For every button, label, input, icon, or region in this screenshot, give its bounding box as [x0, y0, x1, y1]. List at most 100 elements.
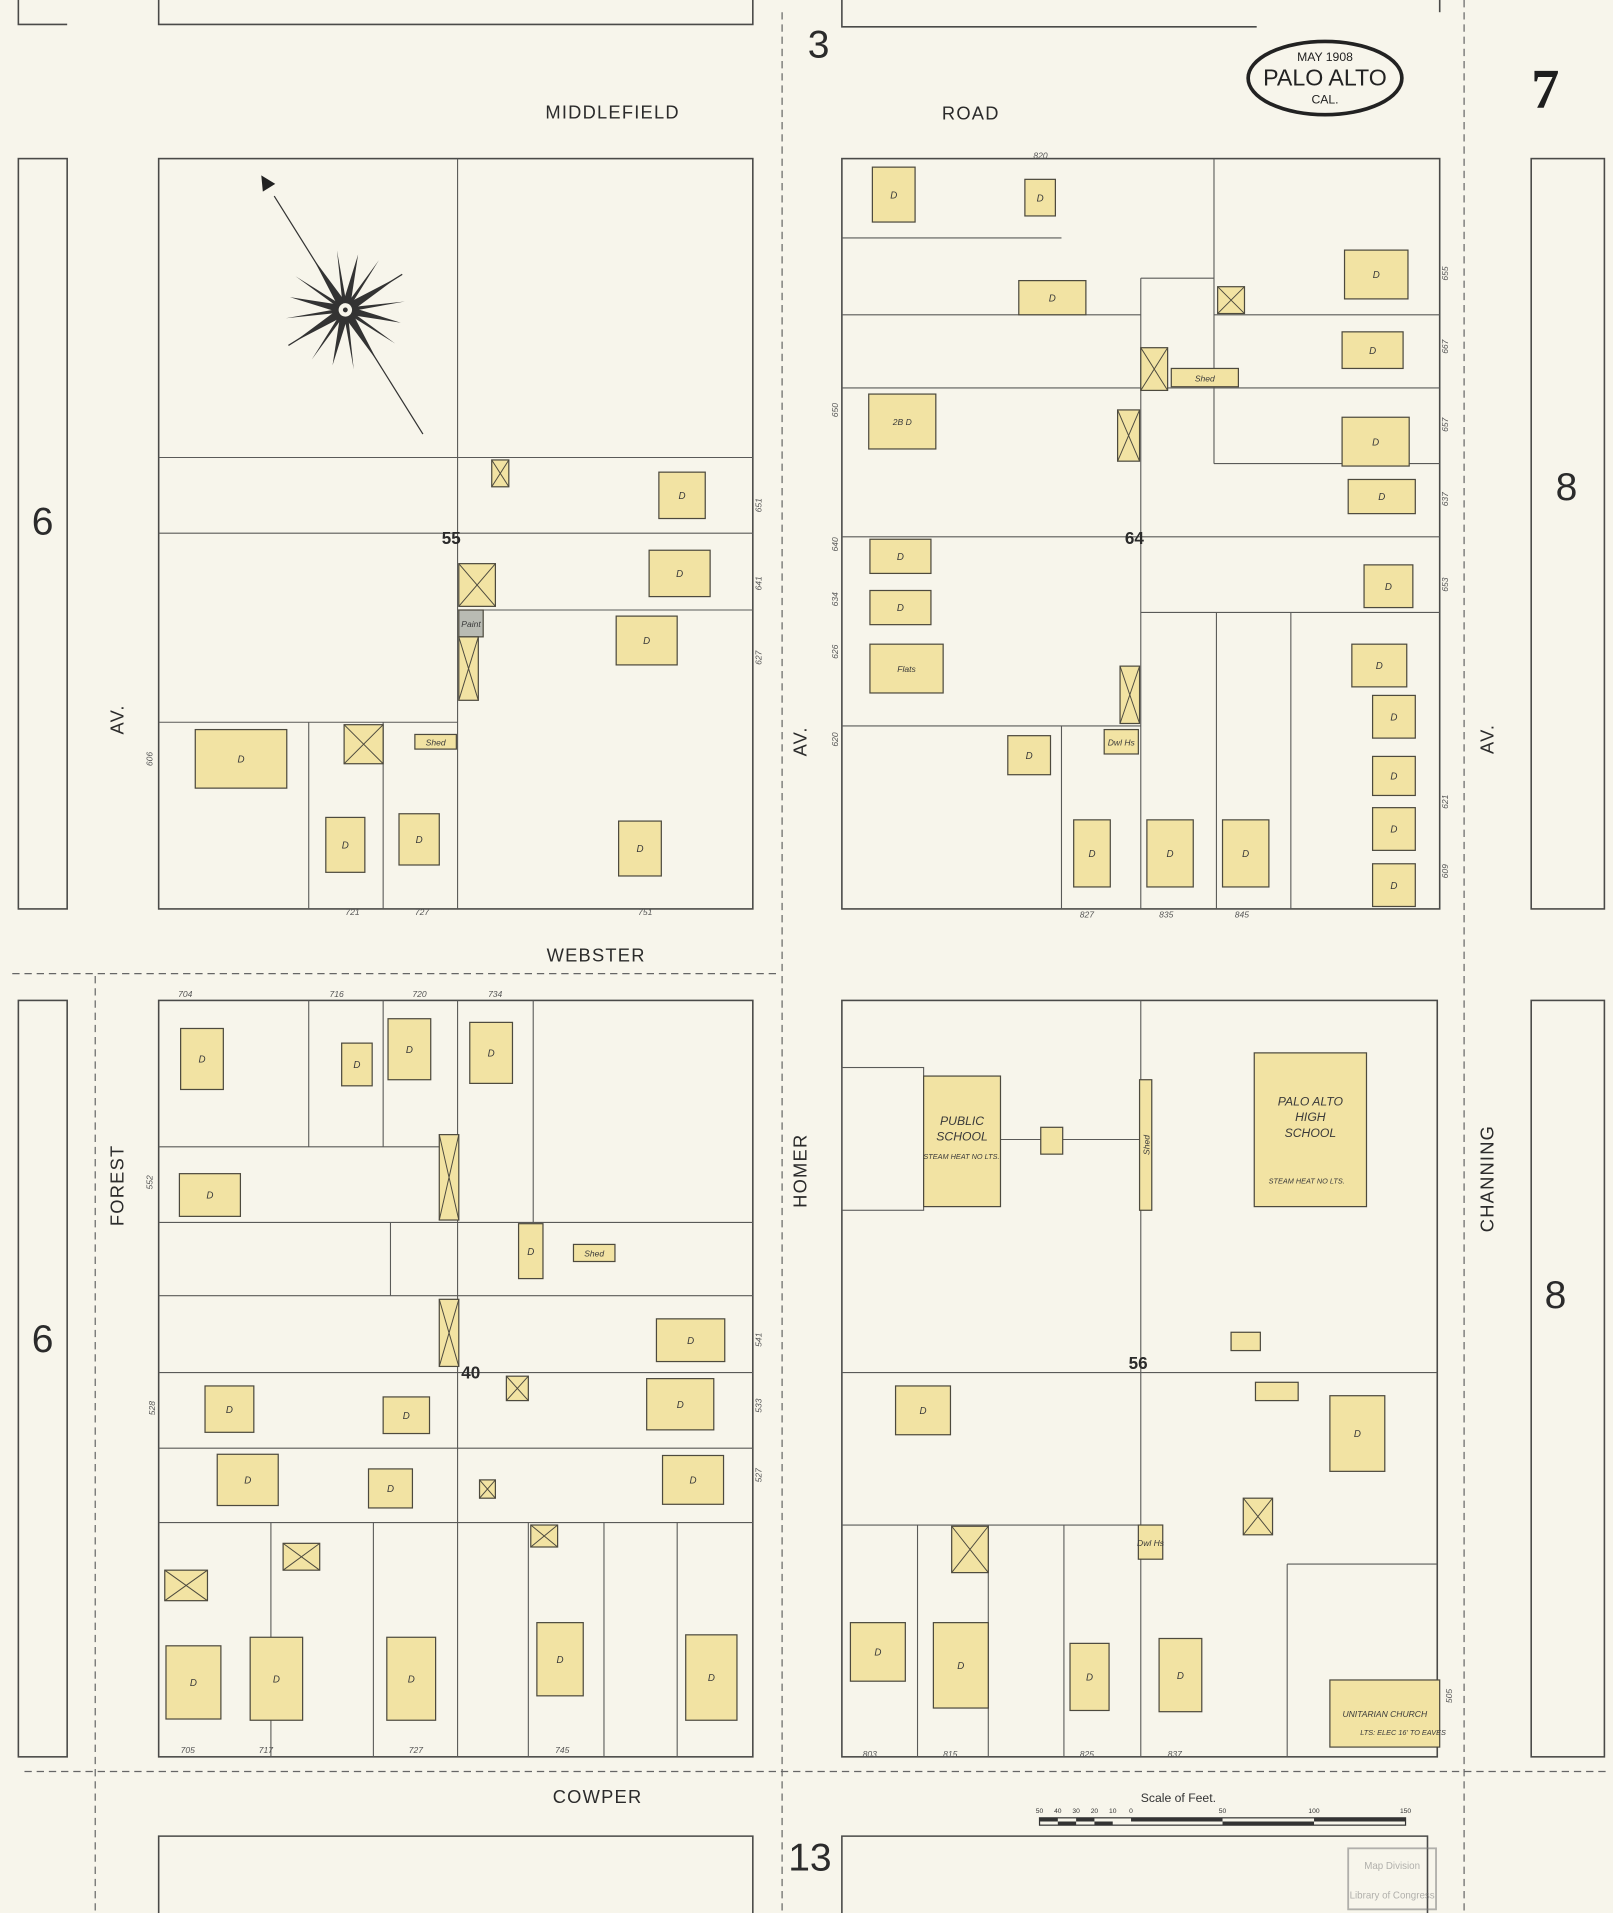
- house-number: 727: [409, 1745, 423, 1755]
- building-label: Shed: [426, 737, 446, 747]
- building-footprint: [1351, 643, 1408, 688]
- building: Dwl Hs: [1137, 1524, 1165, 1560]
- building-label: D: [353, 1060, 360, 1071]
- building: [164, 1569, 209, 1602]
- building: D: [1329, 1395, 1386, 1472]
- building-footprint: [1069, 1642, 1110, 1712]
- building-footprint: [341, 1042, 373, 1087]
- building: D: [1024, 178, 1056, 217]
- building-footprint: [178, 1173, 242, 1217]
- house-number: 727: [415, 907, 429, 917]
- house-number: 657: [1440, 417, 1450, 431]
- house-number: 745: [555, 1745, 569, 1755]
- house-number: 533: [753, 1398, 763, 1412]
- building: D: [655, 1318, 726, 1363]
- building: D: [648, 549, 711, 598]
- cartouche-date: MAY 1908: [1297, 50, 1353, 64]
- building: D: [661, 1454, 725, 1505]
- building: D: [386, 1636, 437, 1721]
- building: D: [869, 589, 932, 626]
- stable-cross-mark: [479, 1479, 496, 1499]
- block-number: 64: [1125, 529, 1144, 548]
- building: D: [1371, 755, 1416, 797]
- building-label: D: [1373, 270, 1380, 281]
- building: D: [685, 1634, 738, 1721]
- building-footprint: [868, 393, 937, 450]
- street-label-webster: WEBSTER: [547, 944, 646, 965]
- building-footprint: [1040, 1126, 1064, 1155]
- house-number: 717: [259, 1745, 273, 1755]
- building-label: 2B D: [892, 417, 912, 427]
- street-label-forest: FOREST: [106, 1145, 127, 1227]
- building-footprint: [1341, 416, 1410, 467]
- building: [951, 1525, 989, 1574]
- building-label: D: [1167, 849, 1174, 860]
- building-label: D: [342, 841, 349, 852]
- house-number: 815: [943, 1749, 957, 1759]
- building: Shed: [1170, 367, 1239, 388]
- adjacent-blocks: [17, 0, 1606, 1913]
- building-label: Paint: [461, 619, 481, 629]
- building-label: D: [1088, 849, 1095, 860]
- building-label: D: [919, 1406, 926, 1417]
- building: D: [849, 1622, 906, 1682]
- building-label: Dwl Hs: [1108, 737, 1136, 747]
- building: D: [658, 471, 706, 520]
- house-number: 803: [863, 1749, 877, 1759]
- stable-cross-mark: [1242, 1497, 1273, 1536]
- building-note: LTS: ELEC 16' TO EAVES: [1360, 1728, 1446, 1737]
- building-footprint: [648, 549, 711, 598]
- building: D: [869, 538, 932, 575]
- building-label: D: [206, 1191, 213, 1202]
- building-label: HIGH: [1295, 1110, 1326, 1124]
- building: Paint: [458, 609, 484, 638]
- house-number: 827: [1080, 909, 1094, 919]
- building: [1040, 1126, 1064, 1155]
- building-footprint: [1371, 694, 1416, 739]
- building-footprint: [1103, 728, 1139, 755]
- building-footprint: [216, 1453, 279, 1507]
- house-number: 667: [1440, 339, 1450, 353]
- building-label: Flats: [897, 664, 916, 674]
- building-label: D: [636, 844, 643, 855]
- house-number: 620: [830, 732, 840, 746]
- adjacent-sheet-top[interactable]: 3: [808, 23, 830, 66]
- building: D: [341, 1042, 373, 1087]
- block-number: 40: [461, 1364, 480, 1383]
- building-footprint: [1146, 819, 1194, 888]
- block-40: [157, 999, 754, 1758]
- adjacent-sheet-right[interactable]: 8: [1556, 466, 1578, 509]
- building: [438, 1298, 460, 1368]
- building-label: D: [890, 190, 897, 201]
- adjacent-sheet-left[interactable]: 6: [32, 1318, 54, 1361]
- building-footprint: [517, 1223, 544, 1280]
- house-number: 634: [830, 592, 840, 606]
- building: D: [1146, 819, 1194, 888]
- house-number: 641: [753, 576, 763, 590]
- stable-cross-mark: [1217, 286, 1245, 314]
- building: [282, 1542, 321, 1571]
- adjacent-sheet-left[interactable]: 6: [32, 500, 54, 543]
- building-label: D: [679, 491, 686, 502]
- building: D: [1073, 819, 1111, 888]
- house-number: 835: [1159, 909, 1173, 919]
- house-number: 527: [753, 1468, 763, 1482]
- building-label: SCHOOL: [1285, 1126, 1336, 1140]
- building-label: Dwl Hs: [1137, 1538, 1165, 1548]
- block-number: 56: [1129, 1354, 1148, 1373]
- building-label: D: [708, 1673, 715, 1684]
- adjacent-sheet-right[interactable]: 8: [1545, 1274, 1567, 1317]
- building-label: D: [416, 835, 423, 846]
- scale-title: Scale of Feet.: [1141, 1791, 1216, 1805]
- house-number: 627: [753, 650, 763, 664]
- building-label: D: [1378, 492, 1385, 503]
- stable-cross-mark: [1117, 409, 1141, 462]
- compass-rose-icon: [261, 175, 424, 435]
- building-footprint: [1343, 249, 1409, 300]
- building-label: UNITARIAN CHURCH: [1342, 1709, 1428, 1719]
- building: D: [1347, 478, 1416, 515]
- building-footprint: [1018, 279, 1087, 316]
- building-footprint: [1221, 819, 1270, 888]
- building-footprint: [1341, 331, 1404, 370]
- adjacent-sheet-bottom[interactable]: 13: [788, 1836, 831, 1879]
